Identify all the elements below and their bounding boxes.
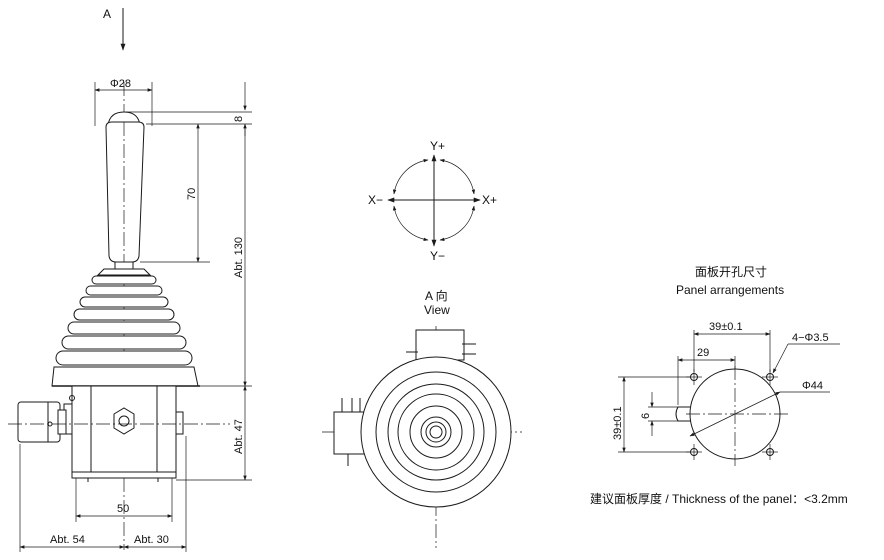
panel-arrangement: 面板开孔尺寸 Panel arrangements 39±0.1 29 (612, 265, 840, 466)
dim-cap-label: 8 (233, 116, 245, 122)
mounting-body (63, 385, 184, 482)
dim-body-height-label: Abt. 47 (233, 419, 245, 454)
dim-39-h-label: 39±0.1 (709, 321, 743, 333)
panel-title-en: Panel arrangements (676, 283, 784, 297)
dim-handle-dia-label: Φ28 (110, 78, 131, 90)
mounting-holes (686, 369, 778, 460)
outer-ring (360, 356, 512, 508)
bellows-boot (51, 268, 200, 387)
handle-stem (114, 261, 134, 270)
dim-39-v-label: 39±0.1 (612, 406, 624, 440)
side-view: Φ28 8 70 Abt. 130 Abt. 47 (8, 78, 252, 552)
dim-right-ext-label: Abt. 30 (134, 534, 169, 546)
view-a: A 向 View (322, 288, 522, 548)
view-arrow-label: A (103, 7, 111, 21)
dim-handle-len-label: 70 (186, 188, 198, 200)
view-a-title-en: View (424, 303, 450, 317)
dim-holes-label: 4−Φ3.5 (792, 332, 829, 344)
hex-screw (113, 407, 135, 435)
side-connector (17, 401, 67, 443)
y-plus-label: Y+ (430, 139, 445, 153)
dim-horizontal-bottom: 50 Abt. 54 Abt. 30 (19, 436, 187, 552)
dim-handle-diameter: Φ28 (94, 78, 153, 126)
dim-body-width-label: 50 (117, 503, 129, 515)
right-terminal (175, 411, 184, 435)
dim-dia44-label: Φ44 (802, 380, 823, 392)
x-plus-label: X+ (482, 193, 497, 207)
view-a-arrow: A (103, 7, 126, 51)
axis-diagram: Y+ Y− X+ X− (368, 139, 497, 263)
x-minus-label: X− (368, 193, 383, 207)
dim-vertical-stack: 8 70 Abt. 130 Abt. 47 (126, 82, 252, 481)
dim-total-upper-label: Abt. 130 (233, 237, 245, 278)
dim-29-label: 29 (697, 347, 709, 359)
view-a-title-cn: A 向 (425, 288, 448, 303)
thickness-note: 建议面板厚度 / Thickness of the panel：<3.2mm (590, 491, 848, 506)
y-minus-label: Y− (430, 249, 445, 263)
top-connector (415, 329, 465, 361)
handle-grip (105, 121, 145, 263)
dim-left-ext-label: Abt. 54 (50, 534, 85, 546)
panel-title-cn: 面板开孔尺寸 (695, 265, 767, 279)
dim-6-label: 6 (640, 413, 652, 419)
